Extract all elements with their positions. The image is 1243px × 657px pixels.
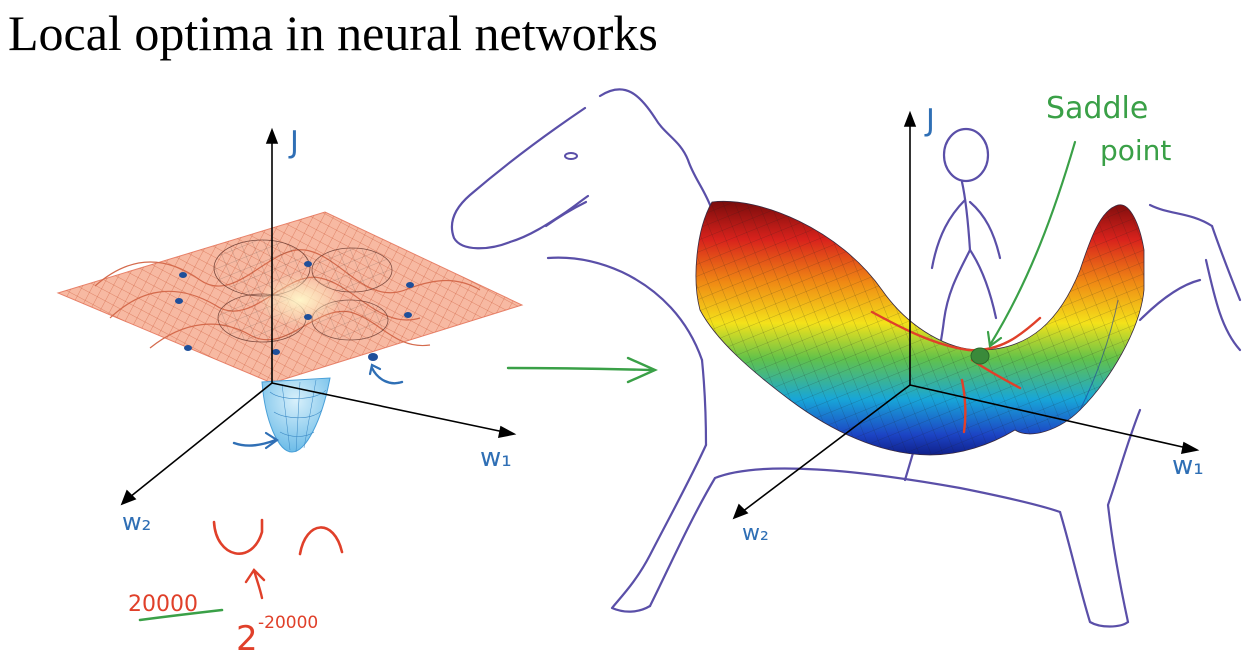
left-axis-w1-label: w₁	[480, 443, 512, 473]
right-axis-w1-label: w₁	[1172, 451, 1204, 481]
right-axis-w2-label: w₂	[742, 521, 769, 546]
slide-title: Local optima in neural networks	[8, 5, 658, 61]
saddle-annotation-pointer	[986, 140, 1077, 348]
sketch-exponent-power: -20000	[258, 613, 318, 633]
left-axis-w2-label: w₂	[122, 508, 151, 536]
right-axes	[732, 110, 1200, 520]
saddle-annotation-line1: Saddle	[1046, 91, 1148, 126]
local-optima-surface	[56, 211, 524, 453]
horse-sketch	[450, 88, 1242, 628]
saddle-surface	[695, 200, 1145, 456]
green-underline	[138, 608, 224, 622]
left-plot: J w₁ w₂ 20000 2 -20000	[56, 125, 524, 657]
sketch-exponent-base: 2	[236, 619, 258, 657]
transition-arrow	[506, 356, 658, 384]
sketch-count-label: 20000	[128, 592, 198, 617]
left-axes	[120, 127, 517, 506]
convex-sketch	[212, 518, 264, 555]
right-axis-J-label: J	[924, 103, 935, 138]
left-annotations	[138, 363, 404, 622]
right-plot: J w₁ w₂ Saddle point	[450, 88, 1242, 628]
saddle-point-marker	[970, 347, 990, 365]
left-axis-J-label: J	[288, 125, 299, 160]
concave-sketch	[298, 526, 344, 556]
local-minima-points	[175, 261, 414, 361]
saddle-annotation-line2: point	[1100, 134, 1171, 167]
